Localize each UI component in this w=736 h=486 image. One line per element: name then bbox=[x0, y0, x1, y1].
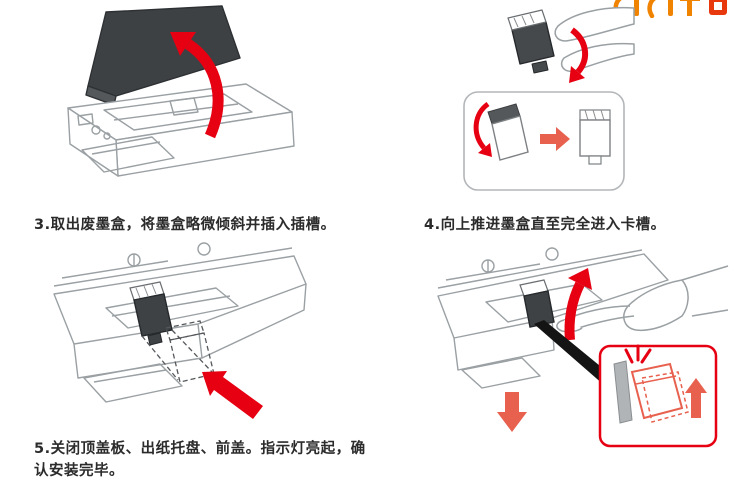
brand-logo-partial bbox=[608, 0, 736, 18]
printer-line-art bbox=[67, 5, 295, 177]
figure-printer-open-lid bbox=[52, 4, 304, 212]
right-block-arrow bbox=[540, 127, 570, 151]
inset-up-arrow bbox=[685, 378, 707, 418]
red-rotate-arrow bbox=[473, 101, 492, 157]
slot-wall bbox=[613, 360, 633, 424]
cartridge-in-hand bbox=[507, 6, 635, 74]
hand-icon bbox=[556, 265, 729, 333]
step-5-caption: 5.关闭顶盖板、出纸托盘、前盖。指示灯亮起，确 认安装完毕。 bbox=[34, 438, 366, 482]
red-down-arrow bbox=[497, 392, 527, 432]
brand-logo-shapes bbox=[613, 0, 727, 18]
red-tilt-arrow bbox=[569, 27, 589, 83]
figure-push-cartridge-click bbox=[430, 236, 730, 466]
red-curved-arrow-open bbox=[170, 32, 224, 139]
red-block-arrow-insert bbox=[202, 371, 263, 419]
red-push-up-arrow bbox=[564, 268, 592, 341]
click-burst-icon bbox=[624, 344, 652, 364]
dark-cartridge bbox=[519, 279, 555, 328]
step-5-line-1: 5.关闭顶盖板、出纸托盘、前盖。指示灯亮起，确 bbox=[34, 441, 366, 457]
step-3-caption: 3.取出废墨盒，将墨盒略微倾斜并插入插槽。 bbox=[34, 217, 336, 233]
orientation-inset bbox=[463, 91, 625, 191]
step-5-line-2: 认安装完毕。 bbox=[34, 463, 124, 479]
hand-icon bbox=[554, 6, 635, 73]
step-4-caption: 4.向上推进墨盒直至完全进入卡槽。 bbox=[424, 217, 666, 233]
figure-cartridge-tilt-insert bbox=[452, 0, 637, 196]
click-inset bbox=[598, 344, 718, 448]
printer-line-art bbox=[53, 242, 307, 403]
figure-cartridge-into-slot bbox=[48, 236, 310, 438]
